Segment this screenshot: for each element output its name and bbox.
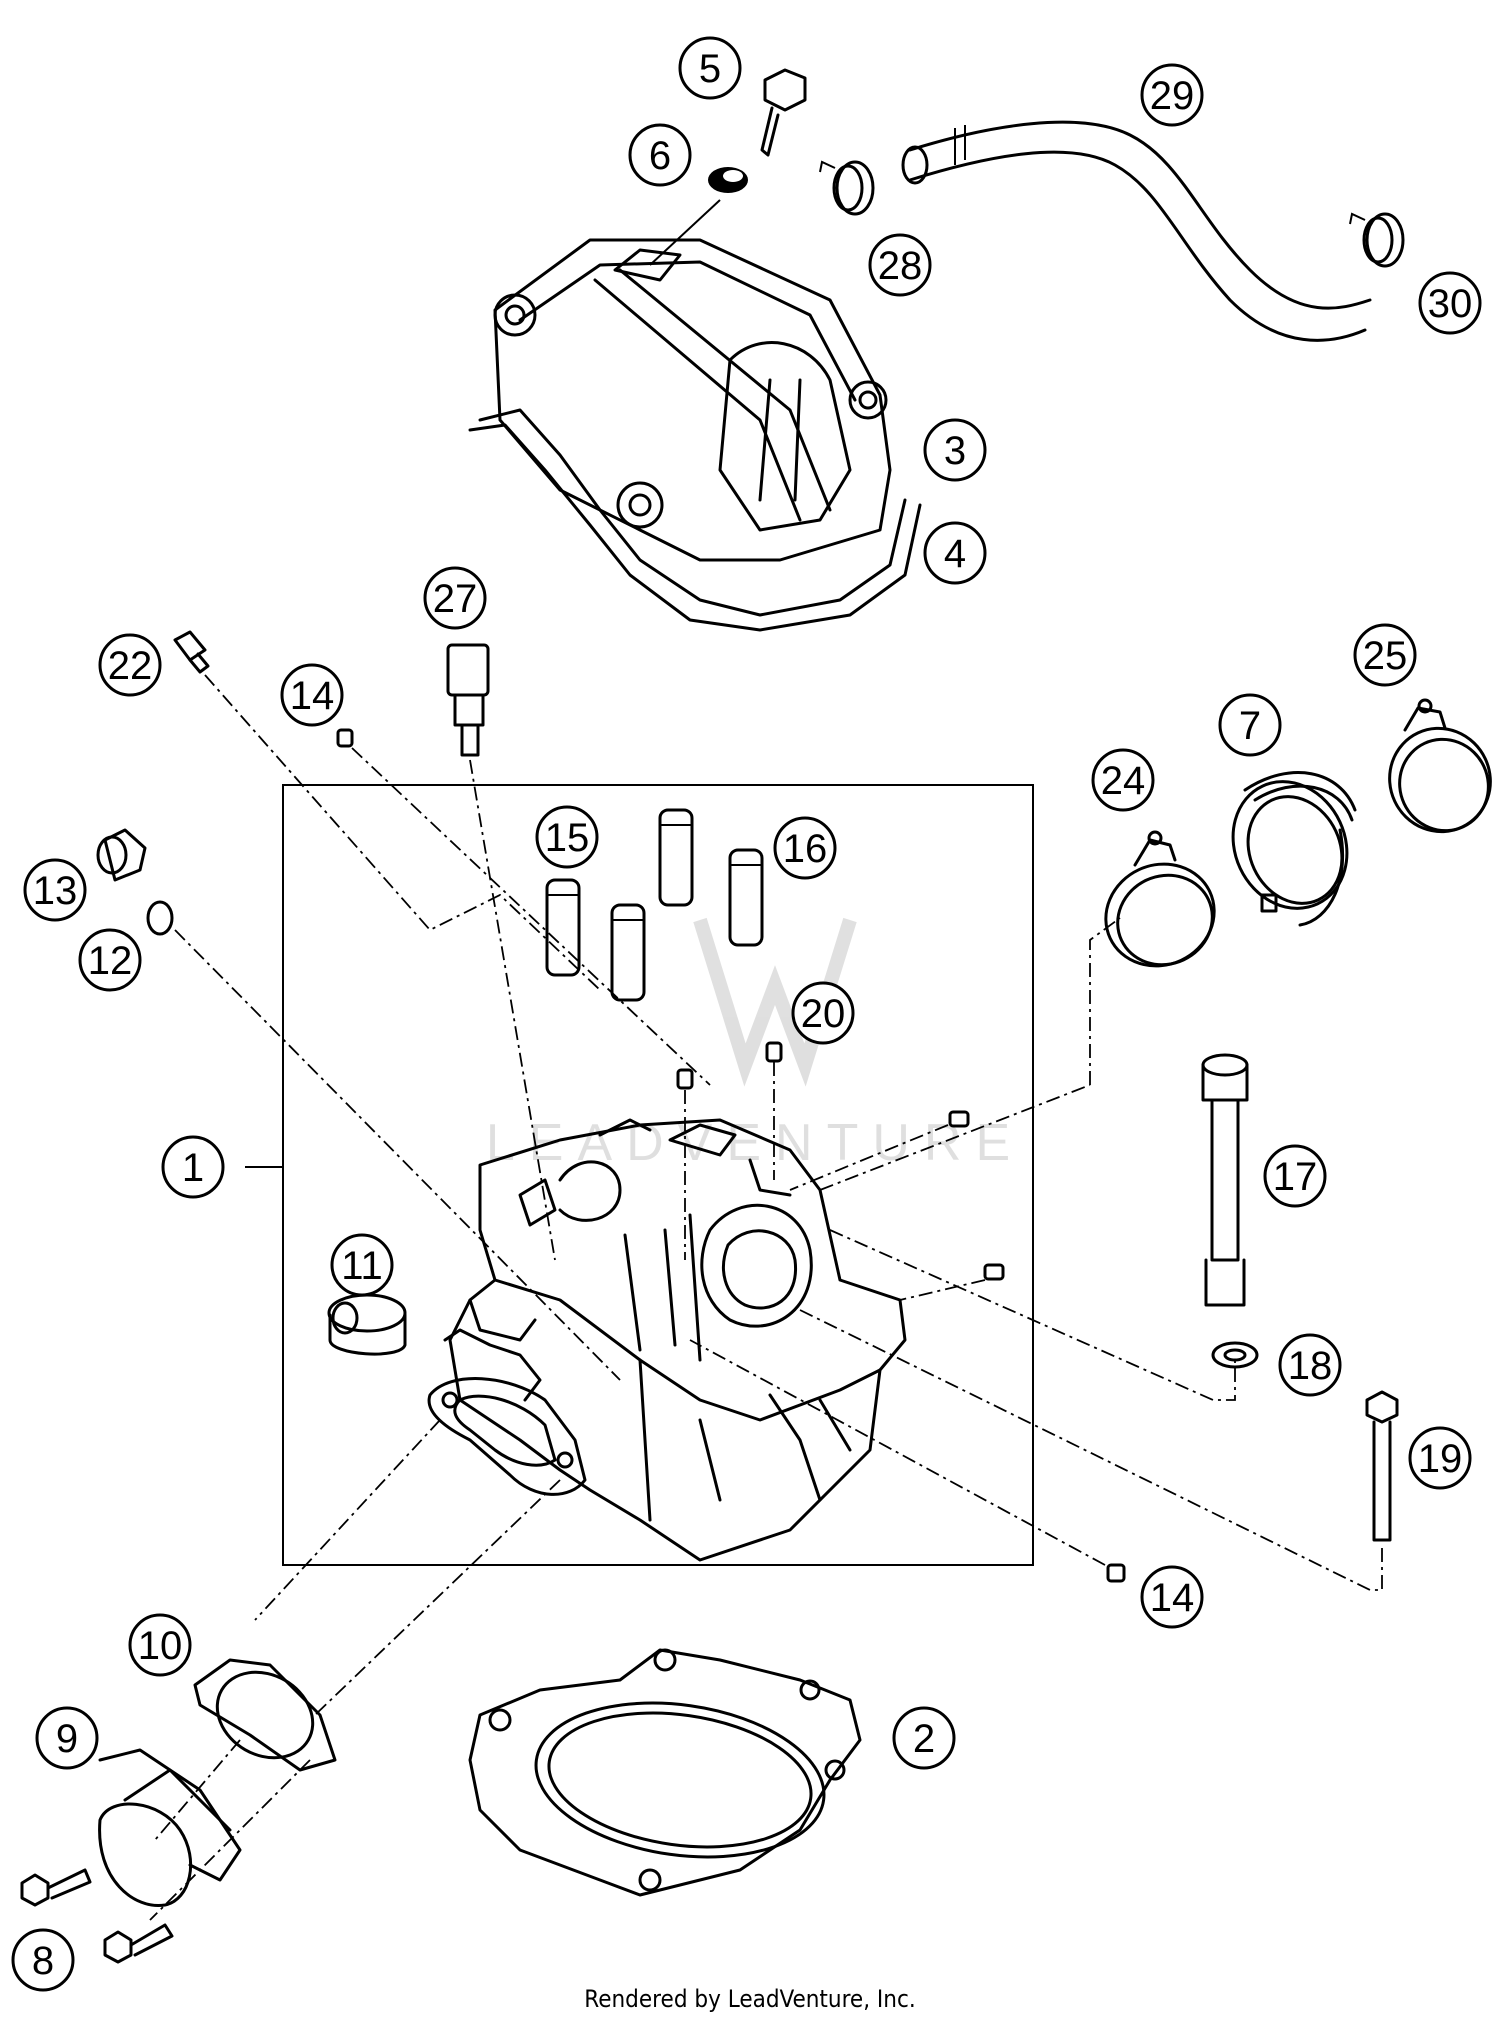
callout-11[interactable]: 11 xyxy=(330,1233,394,1297)
render-credit: Rendered by LeadVenture, Inc. xyxy=(584,1985,916,2013)
svg-text:1: 1 xyxy=(182,1146,204,1190)
valve-cover-gasket xyxy=(468,408,922,632)
flange-screw-a xyxy=(20,1868,92,1907)
oil-screen-plug xyxy=(96,828,147,882)
callout-20[interactable]: 20 xyxy=(791,981,855,1045)
svg-text:11: 11 xyxy=(341,1244,383,1288)
callout-15[interactable]: 15 xyxy=(535,805,599,869)
svg-text:3: 3 xyxy=(944,429,966,473)
cover-bolt xyxy=(760,68,807,157)
svg-text:25: 25 xyxy=(1363,634,1408,678)
callout-8[interactable]: 8 xyxy=(11,1928,75,1992)
callout-5[interactable]: 5 xyxy=(678,36,742,100)
callout-19[interactable]: 19 xyxy=(1408,1426,1472,1490)
callout-28[interactable]: 28 xyxy=(868,233,932,297)
callout-1[interactable]: 1 xyxy=(161,1135,225,1199)
svg-text:19: 19 xyxy=(1418,1437,1463,1481)
head-bolt-long xyxy=(1201,1053,1249,1307)
callout-18[interactable]: 18 xyxy=(1278,1333,1342,1397)
callout-12[interactable]: 12 xyxy=(78,928,142,992)
o-ring xyxy=(146,900,174,936)
svg-text:9: 9 xyxy=(56,1717,78,1761)
grub-screw-b xyxy=(676,1068,694,1090)
grub-screw-a xyxy=(765,1041,783,1063)
head-bolt-washer xyxy=(1211,1341,1259,1369)
callouts: 1 2 3 4 5 6 7 8 9 10 11 12 13 14 14 15 1… xyxy=(11,36,1482,1992)
svg-text:2: 2 xyxy=(913,1717,935,1761)
svg-text:22: 22 xyxy=(108,644,153,688)
svg-text:10: 10 xyxy=(138,1624,183,1668)
svg-text:18: 18 xyxy=(1288,1344,1333,1388)
callout-22[interactable]: 22 xyxy=(98,633,162,697)
sealing-washer xyxy=(708,167,748,193)
intake-clamp-25 xyxy=(1388,698,1492,834)
svg-text:16: 16 xyxy=(783,827,828,871)
svg-text:27: 27 xyxy=(433,577,478,621)
exhaust-flange xyxy=(98,1748,242,1908)
svg-text:28: 28 xyxy=(878,244,923,288)
callout-6[interactable]: 6 xyxy=(628,123,692,187)
svg-text:20: 20 xyxy=(801,992,846,1036)
svg-text:13: 13 xyxy=(33,869,78,913)
svg-text:12: 12 xyxy=(88,939,133,983)
valve-guide-b xyxy=(658,808,694,907)
svg-text:15: 15 xyxy=(545,816,590,860)
flange-screw-b xyxy=(103,1923,174,1964)
svg-text:5: 5 xyxy=(699,47,721,91)
intake-manifold xyxy=(1231,771,1357,927)
intake-clamp-24 xyxy=(1104,830,1216,968)
svg-text:30: 30 xyxy=(1428,282,1473,326)
callout-16[interactable]: 16 xyxy=(773,816,837,880)
group-frame xyxy=(282,784,1034,1566)
grub-screw-c xyxy=(948,1110,970,1128)
callout-27[interactable]: 27 xyxy=(423,566,487,630)
callout-24[interactable]: 24 xyxy=(1091,748,1155,812)
callout-3[interactable]: 3 xyxy=(923,418,987,482)
plug-screw-14-top xyxy=(336,728,354,748)
watermark-text: LEADVENTURE xyxy=(486,1114,1024,1172)
svg-text:7: 7 xyxy=(1239,704,1261,748)
hose-clamp-28 xyxy=(819,160,875,216)
plug-screw xyxy=(173,630,210,674)
callout-7[interactable]: 7 xyxy=(1218,693,1282,757)
hose-clamp-30 xyxy=(1349,212,1405,268)
svg-text:4: 4 xyxy=(944,532,966,576)
cylinder-head xyxy=(427,1118,907,1562)
callout-10[interactable]: 10 xyxy=(128,1613,192,1677)
head-gasket xyxy=(468,1648,862,1897)
callout-4[interactable]: 4 xyxy=(923,521,987,585)
exhaust-gasket xyxy=(193,1658,337,1772)
head-bolt-short xyxy=(1365,1390,1399,1542)
svg-text:14: 14 xyxy=(1150,1576,1195,1620)
callout-30[interactable]: 30 xyxy=(1418,271,1482,335)
svg-text:6: 6 xyxy=(649,134,671,178)
breather-hose xyxy=(901,120,1372,342)
grub-screw-d xyxy=(983,1263,1005,1281)
callout-2[interactable]: 2 xyxy=(892,1706,956,1770)
valve-guide-a xyxy=(545,878,581,977)
svg-text:17: 17 xyxy=(1273,1155,1318,1199)
callout-17[interactable]: 17 xyxy=(1263,1144,1327,1208)
svg-text:8: 8 xyxy=(32,1939,54,1983)
callout-9[interactable]: 9 xyxy=(35,1706,99,1770)
temperature-sensor xyxy=(446,643,490,757)
callout-29[interactable]: 29 xyxy=(1140,63,1204,127)
callout-14-bottom[interactable]: 14 xyxy=(1140,1565,1204,1629)
svg-text:24: 24 xyxy=(1101,759,1146,803)
valve-guide-c xyxy=(610,903,646,1002)
svg-text:29: 29 xyxy=(1150,74,1195,118)
valve-guide-d xyxy=(728,848,764,947)
callout-25[interactable]: 25 xyxy=(1353,623,1417,687)
valve-cover xyxy=(493,238,892,562)
spark-plug-sleeve xyxy=(327,1293,407,1356)
callout-13[interactable]: 13 xyxy=(23,858,87,922)
plug-screw-14-bottom xyxy=(1106,1563,1126,1583)
callout-14-top[interactable]: 14 xyxy=(280,663,344,727)
svg-text:14: 14 xyxy=(290,674,335,718)
